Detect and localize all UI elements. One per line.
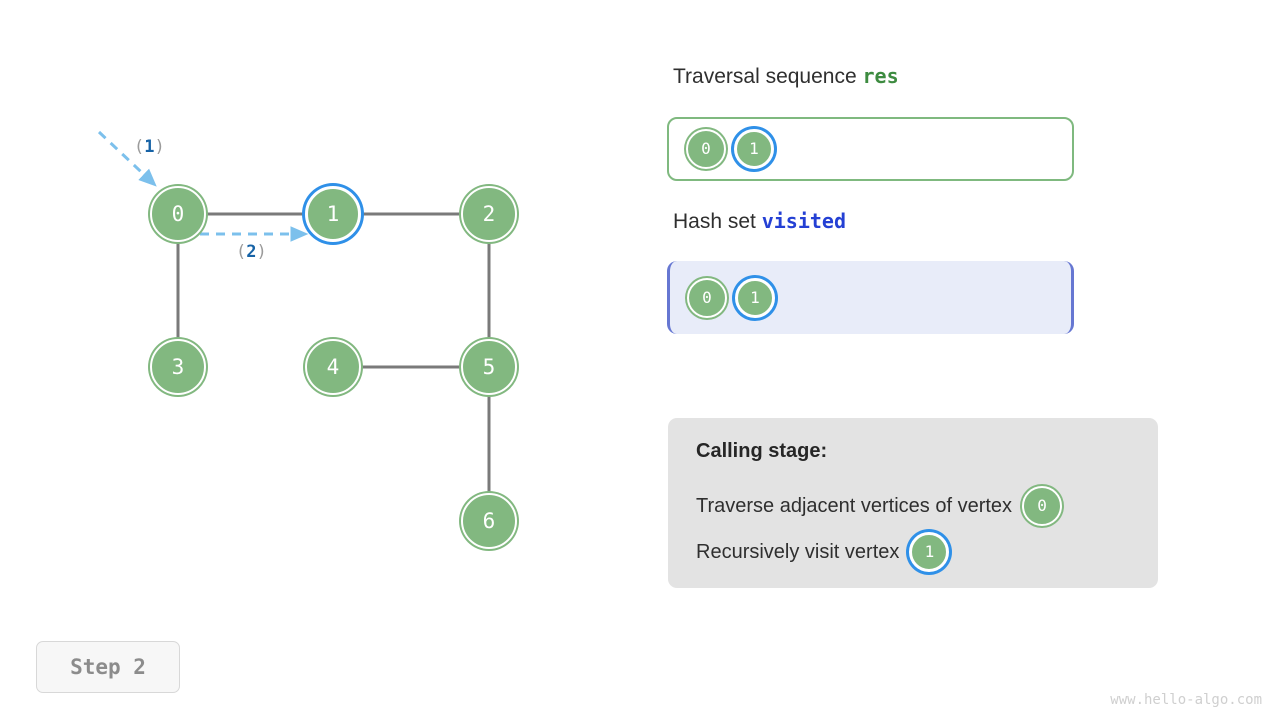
watermark: www.hello-algo.com xyxy=(1110,692,1262,708)
calling-stage-node-label: 0 xyxy=(1037,496,1047,515)
step-indicator: Step 2 xyxy=(36,641,180,693)
dashed-arrow-group xyxy=(97,130,309,242)
traversal-sequence-title: Traversal sequence res xyxy=(673,64,899,89)
res-item-label: 1 xyxy=(749,139,759,158)
graph-node-label: 2 xyxy=(482,201,496,226)
hash-set-code: visited xyxy=(761,209,847,233)
graph-node-label: 1 xyxy=(326,201,340,226)
hash-set-title: Hash set visited xyxy=(673,209,846,234)
paren-open: ( xyxy=(134,137,145,157)
graph-node-label: 4 xyxy=(326,354,340,379)
graph-node-3[interactable]: 3 xyxy=(150,339,206,395)
graph-node-label: 6 xyxy=(482,508,496,533)
calling-stage-card: Calling stage: Traverse adjacent vertice… xyxy=(668,418,1158,588)
paren-close: ) xyxy=(154,137,165,157)
step-number: 2 xyxy=(246,242,257,262)
res-item-label: 0 xyxy=(701,139,711,158)
step-arrow-1-label: (1) xyxy=(134,137,165,157)
calling-stage-node-0[interactable]: 0 xyxy=(1022,486,1063,526)
step-arrow-2-label: (2) xyxy=(236,242,267,262)
graph-node-6[interactable]: 6 xyxy=(461,493,517,549)
graph-node-label: 3 xyxy=(171,354,185,379)
graph-node-0[interactable]: 0 xyxy=(150,186,206,242)
paren-open: ( xyxy=(236,242,247,262)
traversal-sequence-title-text: Traversal sequence xyxy=(673,65,857,88)
traversal-sequence-code: res xyxy=(862,64,899,88)
visited-item-0[interactable]: 0 xyxy=(687,277,727,318)
dashed-arrow-1 xyxy=(97,130,157,187)
visited-item-label: 0 xyxy=(702,287,712,307)
hash-set-title-text: Hash set xyxy=(673,210,756,233)
graph-edges-layer xyxy=(97,130,491,521)
calling-stage-line-text: Traverse adjacent vertices of vertex xyxy=(696,494,1013,517)
paren-close: ) xyxy=(256,242,267,262)
res-item-1[interactable]: 1 xyxy=(734,129,774,169)
calling-stage-line-text: Recursively visit vertex xyxy=(696,540,900,563)
graph-node-1[interactable]: 1 xyxy=(305,186,361,242)
calling-stage-title: Calling stage: xyxy=(696,440,828,462)
graph-node-2[interactable]: 2 xyxy=(461,186,517,242)
step-number: 1 xyxy=(144,137,155,157)
visited-item-label: 1 xyxy=(750,287,760,307)
graph-node-label: 5 xyxy=(482,354,496,379)
visited-item-1[interactable]: 1 xyxy=(735,277,775,318)
calling-stage-line-1: Recursively visit vertex 1 xyxy=(696,529,1158,575)
res-item-0[interactable]: 0 xyxy=(686,129,726,169)
calling-stage-node-1[interactable]: 1 xyxy=(909,532,950,572)
calling-stage-line-0: Traverse adjacent vertices of vertex 0 xyxy=(696,483,1158,529)
graph-node-4[interactable]: 4 xyxy=(305,339,361,395)
graph-node-label: 0 xyxy=(171,201,185,226)
graph-node-5[interactable]: 5 xyxy=(461,339,517,395)
calling-stage-node-label: 1 xyxy=(924,542,935,561)
